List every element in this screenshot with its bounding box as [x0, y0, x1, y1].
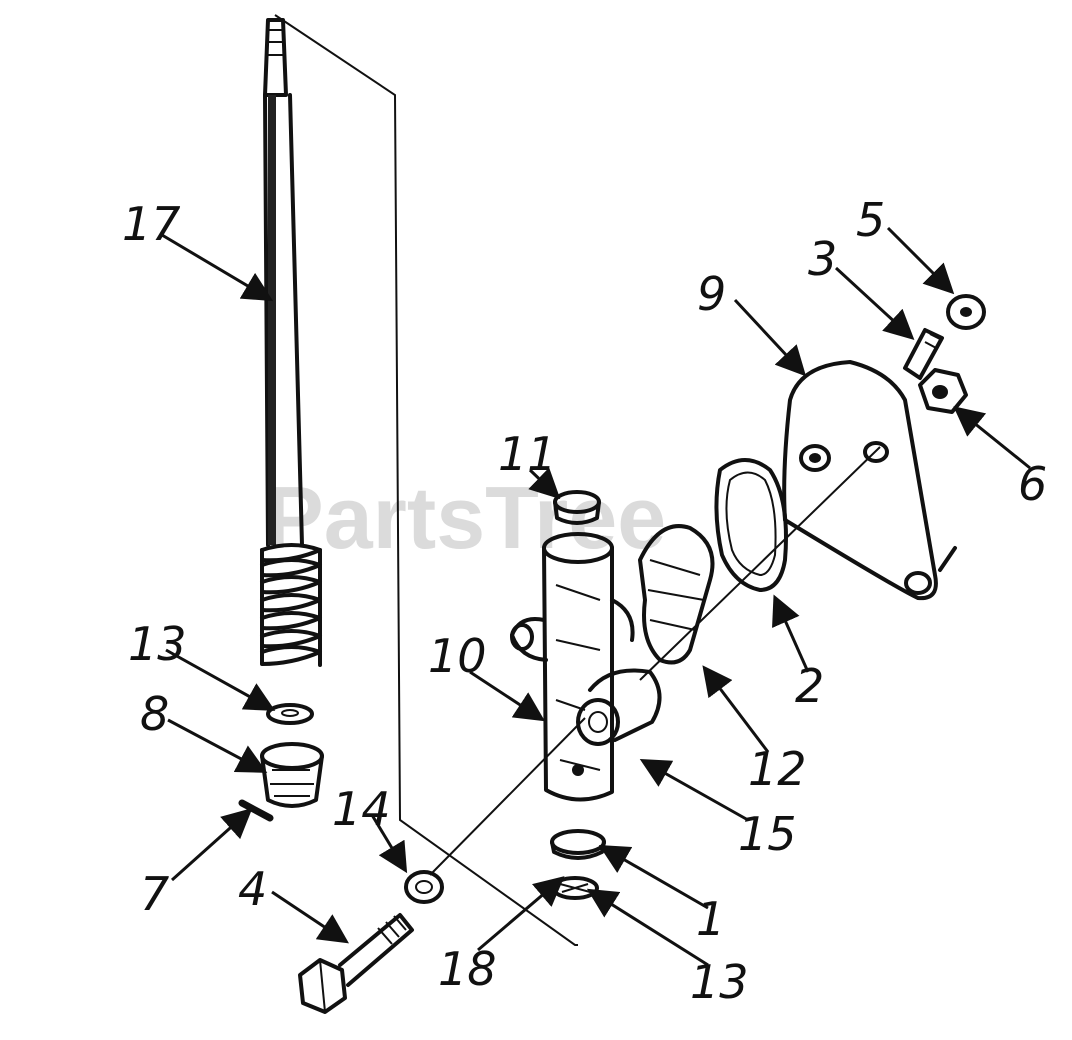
bracket-plate-9 [639, 360, 938, 681]
nut-5 [946, 294, 986, 330]
assembly-line [274, 14, 578, 946]
watermark: PartsTree [265, 468, 666, 567]
nut-6 [918, 368, 968, 414]
spring [260, 543, 322, 667]
stud-3 [903, 328, 944, 380]
callout-14: 14 [332, 782, 391, 836]
gasket-12 [638, 524, 715, 665]
leader-lines [161, 226, 1031, 967]
bolt-4 [298, 913, 414, 1014]
housing-10 [510, 532, 662, 802]
callout-18: 18 [438, 942, 497, 996]
callout-8: 8 [140, 687, 169, 741]
washer-1 [550, 829, 606, 860]
callout-1: 1 [696, 892, 725, 946]
pin-7 [238, 799, 274, 822]
shaft-17 [263, 18, 304, 547]
cap-nut-8 [260, 742, 324, 808]
callout-6: 6 [1018, 457, 1047, 511]
washer-14 [404, 870, 444, 904]
washer-13-upper [266, 703, 314, 725]
callout-12: 12 [748, 742, 807, 796]
callout-13-bottom: 13 [690, 955, 749, 1009]
callout-4: 4 [238, 862, 267, 916]
callout-15: 15 [738, 807, 797, 861]
ring-2 [714, 458, 788, 592]
callout-10: 10 [428, 629, 487, 683]
callout-7: 7 [140, 867, 169, 921]
callout-17: 17 [122, 197, 181, 251]
callout-9: 9 [697, 267, 726, 321]
callout-11: 11 [498, 427, 557, 481]
callout-2: 2 [795, 659, 824, 713]
callout-13-left: 13 [128, 617, 187, 671]
callout-5: 5 [856, 193, 885, 247]
cap-11 [553, 490, 601, 525]
callout-3: 3 [808, 232, 837, 286]
